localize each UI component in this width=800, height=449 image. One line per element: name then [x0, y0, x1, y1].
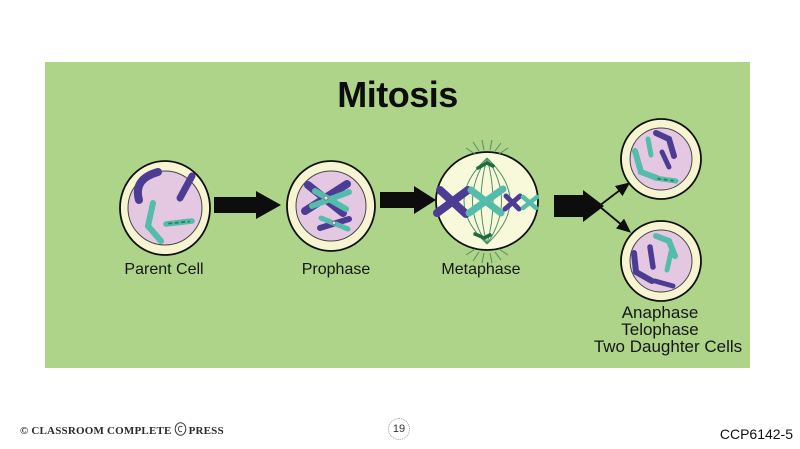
copyright-suffix: PRESS: [188, 424, 224, 437]
arrow-metaphase-to-daughters: [554, 182, 632, 233]
daughter-cell-top-illustration: [620, 118, 702, 200]
label-parent-cell: Parent Cell: [124, 261, 204, 278]
label-metaphase: Metaphase: [441, 261, 521, 278]
copyright-line: © CLASSROOM COMPLETE PRESS: [20, 422, 224, 439]
arrow-prophase-to-metaphase: [380, 186, 436, 214]
parent-cell-illustration: [119, 160, 211, 256]
label-telophase: Telophase: [621, 320, 699, 339]
label-anaphase: Anaphase: [621, 303, 699, 322]
slide-title: Mitosis: [337, 74, 458, 115]
copyright-prefix: © CLASSROOM COMPLETE: [20, 424, 172, 437]
page-number: 19: [392, 423, 406, 435]
metaphase-cell-illustration: [433, 139, 540, 264]
arrow-parent-to-prophase: [214, 191, 281, 219]
daughter-cell-bottom-illustration: [620, 220, 702, 302]
page-number-badge: 19: [388, 418, 410, 440]
prophase-cell-illustration: [286, 160, 376, 252]
centrioles: [473, 161, 495, 240]
label-two-daughter-cells: Two Daughter Cells: [593, 337, 743, 356]
ccp-press-logo-icon: [174, 422, 187, 439]
product-code: CCP6142-5: [719, 426, 793, 442]
aster-rays: [465, 139, 509, 264]
label-prophase: Prophase: [301, 261, 371, 278]
